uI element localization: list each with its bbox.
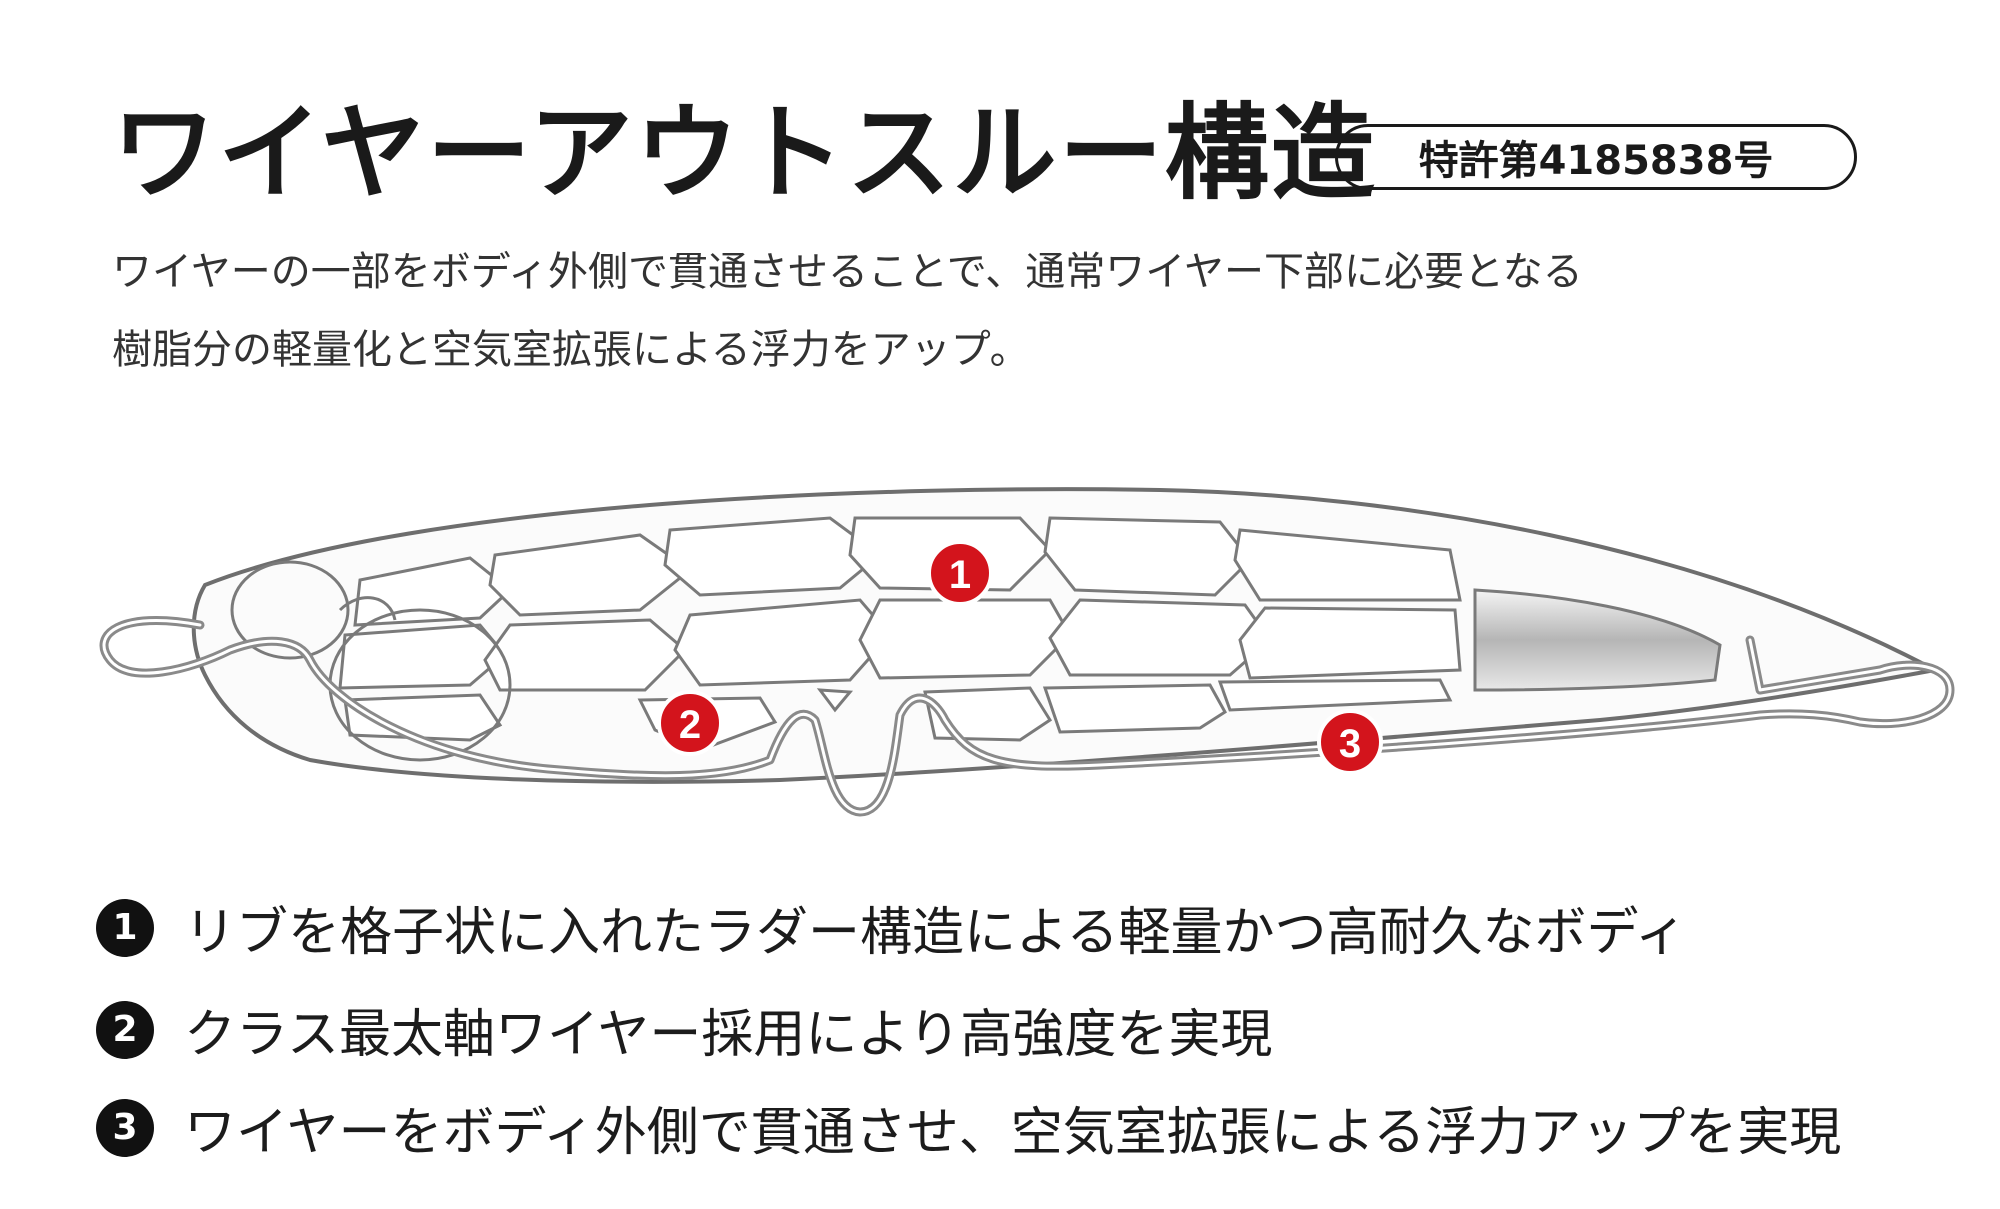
marker-1: 1 bbox=[927, 540, 993, 606]
description-line-2: 樹脂分の軽量化と空気室拡張による浮力をアップ。 bbox=[112, 327, 1030, 373]
page-title: ワイヤーアウトスルー構造 bbox=[112, 92, 1377, 214]
feature-number-badge: 1 bbox=[96, 898, 154, 957]
feature-text: リブを格子状に入れたラダー構造による軽量かつ高耐久なボディ bbox=[184, 903, 1687, 963]
feature-item-3: 3 ワイヤーをボディ外側で貫通させ、空気室拡張による浮力アップを実現 bbox=[96, 1090, 1841, 1165]
feature-item-2: 2 クラス最太軸ワイヤー採用により高強度を実現 bbox=[96, 992, 1272, 1067]
marker-2: 2 bbox=[657, 690, 723, 756]
feature-text: ワイヤーをボディ外側で貫通させ、空気室拡張による浮力アップを実現 bbox=[184, 1103, 1842, 1163]
weight-chamber bbox=[1473, 588, 1722, 692]
patent-badge: 特許第4185838号 bbox=[1335, 124, 1857, 190]
marker-3: 3 bbox=[1317, 709, 1383, 775]
marker-2-label: 2 bbox=[679, 703, 701, 747]
lure-structure-diagram: 1 2 3 bbox=[99, 487, 1955, 817]
marker-3-label: 3 bbox=[1339, 722, 1361, 766]
feature-item-1: 1 リブを格子状に入れたラダー構造による軽量かつ高耐久なボディ bbox=[96, 890, 1687, 965]
feature-number-badge: 2 bbox=[96, 1000, 154, 1059]
marker-1-label: 1 bbox=[949, 553, 971, 597]
description-line-1: ワイヤーの一部をボディ外側で貫通させることで、通常ワイヤー下部に必要となる bbox=[112, 249, 1583, 295]
feature-text: クラス最太軸ワイヤー採用により高強度を実現 bbox=[184, 1005, 1273, 1065]
feature-number-badge: 3 bbox=[96, 1098, 154, 1157]
